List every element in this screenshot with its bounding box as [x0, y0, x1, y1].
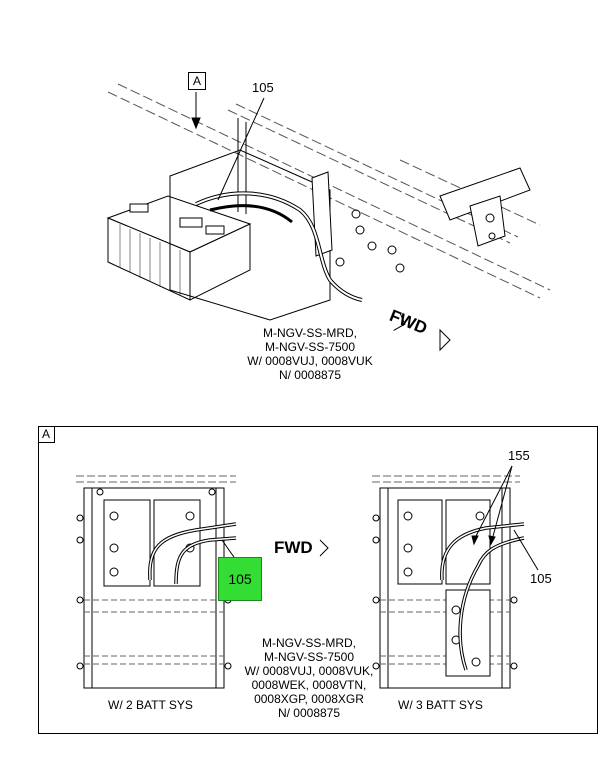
detail-note-line: M-NGV-SS-MRD, [262, 636, 356, 650]
detail-right-caption: W/ 3 BATT SYS [398, 698, 483, 712]
detail-note-line: 0008WEK, 0008VTN, [251, 678, 367, 692]
detail-note-line: N/ 0008875 [277, 706, 341, 720]
detail-applicability-notes: M-NGV-SS-MRD, M-NGV-SS-7500 W/ 0008VUJ, … [234, 636, 384, 720]
top-view-label-box: A [188, 72, 206, 90]
top-applicability-notes: M-NGV-SS-MRD, M-NGV-SS-7500 W/ 0008VUJ, … [240, 326, 380, 382]
detail-left-callout-105: 105 [218, 557, 262, 601]
detail-view-label-box: A [38, 426, 55, 443]
top-callout-105: 105 [252, 80, 274, 95]
detail-note-line: W/ 0008VUJ, 0008VUK, [244, 664, 374, 678]
top-note-line: N/ 0008875 [278, 368, 342, 382]
top-note-line: W/ 0008VUJ, 0008VUK [247, 354, 373, 368]
detail-note-line: 0008XGP, 0008XGR [254, 692, 364, 706]
top-note-line: M-NGV-SS-7500 [264, 340, 356, 354]
top-view-label: A [192, 74, 201, 88]
detail-right-callout-105: 105 [530, 571, 552, 586]
detail-fwd-label: FWD [274, 538, 313, 557]
detail-left-caption: W/ 2 BATT SYS [108, 698, 193, 712]
detail-note-line: M-NGV-SS-7500 [263, 650, 355, 664]
detail-view-frame [38, 426, 598, 734]
detail-view-label: A [41, 427, 50, 441]
detail-right-callout-155: 155 [508, 448, 530, 463]
detail-left-callout-text: 105 [228, 571, 252, 587]
top-note-line: M-NGV-SS-MRD, [263, 326, 357, 340]
